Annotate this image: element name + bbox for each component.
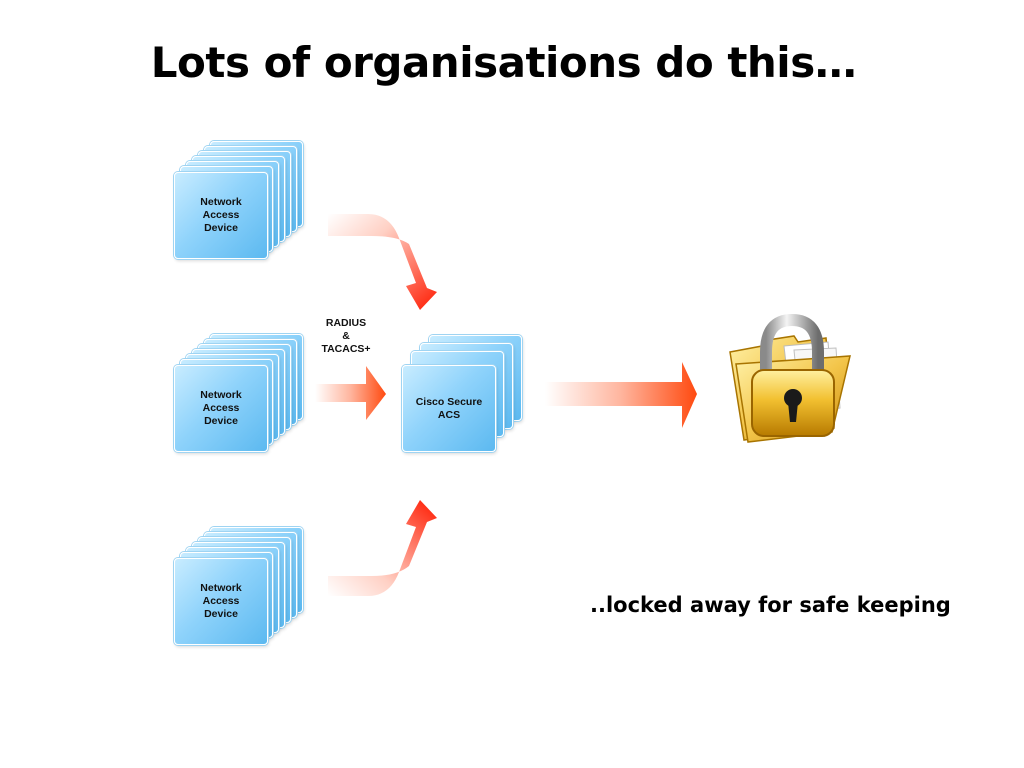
arrow-top-shape <box>328 214 437 310</box>
caption-text: ..locked away for safe keeping <box>590 593 951 617</box>
arrow-bottom-to-server <box>328 500 437 596</box>
acs-server-stack: Cisco Secure ACS <box>402 335 532 455</box>
protocol-label: RADIUS & TACACS+ <box>321 317 371 355</box>
arrow-middle-to-server <box>315 366 386 420</box>
slide-title: Lots of organisations do this… <box>150 38 857 87</box>
device-label: Network Access Device <box>200 389 242 427</box>
padlock-folder-icon <box>729 313 851 443</box>
device-stack-top: Network Access Device <box>174 141 304 261</box>
device-stack-bottom: Network Access Device <box>174 527 304 647</box>
arrow-server-to-lock <box>545 362 697 428</box>
acs-server-label: Cisco Secure ACS <box>415 395 483 421</box>
device-stack-middle: Network Access Device <box>174 334 304 454</box>
device-label: Network Access Device <box>200 582 242 620</box>
device-label: Network Access Device <box>200 196 242 234</box>
